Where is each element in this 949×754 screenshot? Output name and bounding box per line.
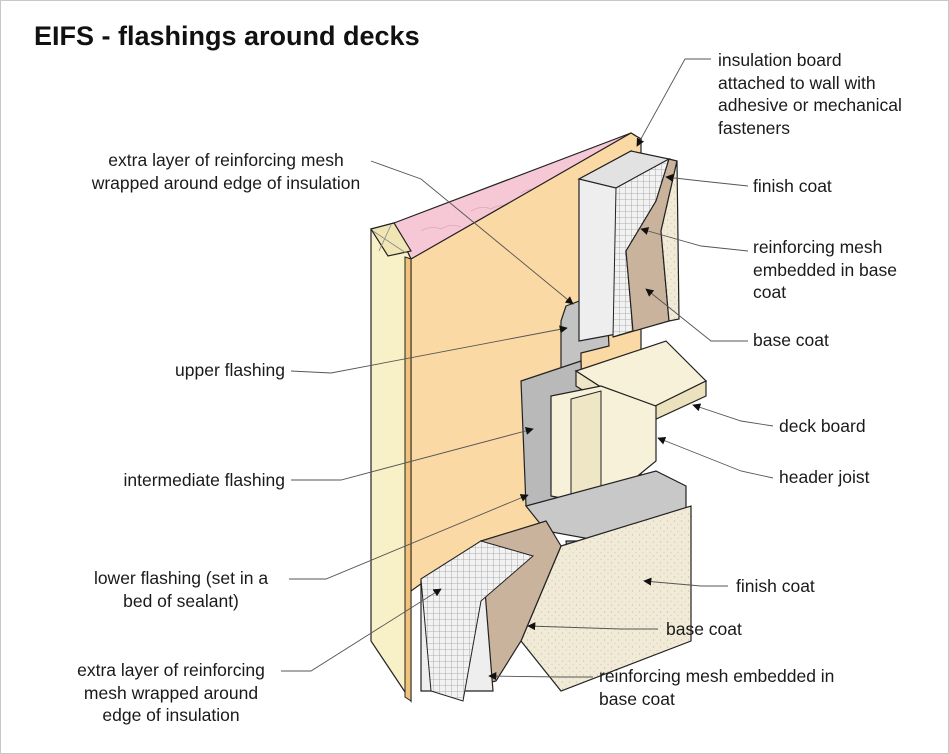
label-deck-board: deck board (779, 416, 866, 436)
label-finish-coat-bottom: finish coat (736, 576, 815, 596)
label-extra-mesh-bottom: extra layer of reinforcing mesh wrapped … (77, 660, 265, 725)
label-base-coat-top: base coat (753, 330, 829, 350)
label-insulation-board: insulation board attached to wall with a… (718, 50, 902, 138)
sheathing-edge (404, 256, 412, 702)
label-reinforcing-mesh-bottom: reinforcing mesh embedded in base coat (599, 666, 835, 709)
label-header-joist: header joist (779, 467, 870, 487)
label-upper-flashing: upper flashing (175, 360, 285, 380)
label-extra-mesh-top: extra layer of reinforcing mesh wrapped … (91, 150, 361, 193)
lower-mesh (420, 540, 535, 702)
stud-top (370, 222, 412, 257)
stud-end-grain (372, 224, 407, 254)
page-title: EIFS - flashings around decks (34, 21, 420, 51)
upper-finish-coat (660, 160, 680, 322)
label-lower-flashing: lower flashing (set in a bed of sealant) (93, 568, 269, 611)
label-base-coat-bottom: base coat (666, 619, 742, 639)
label-finish-coat-top: finish coat (753, 176, 832, 196)
label-reinforcing-mesh-top: reinforcing mesh embedded in base coat (753, 237, 897, 302)
leader-lines (281, 58, 774, 681)
label-intermediate-flashing: intermediate flashing (123, 470, 285, 490)
